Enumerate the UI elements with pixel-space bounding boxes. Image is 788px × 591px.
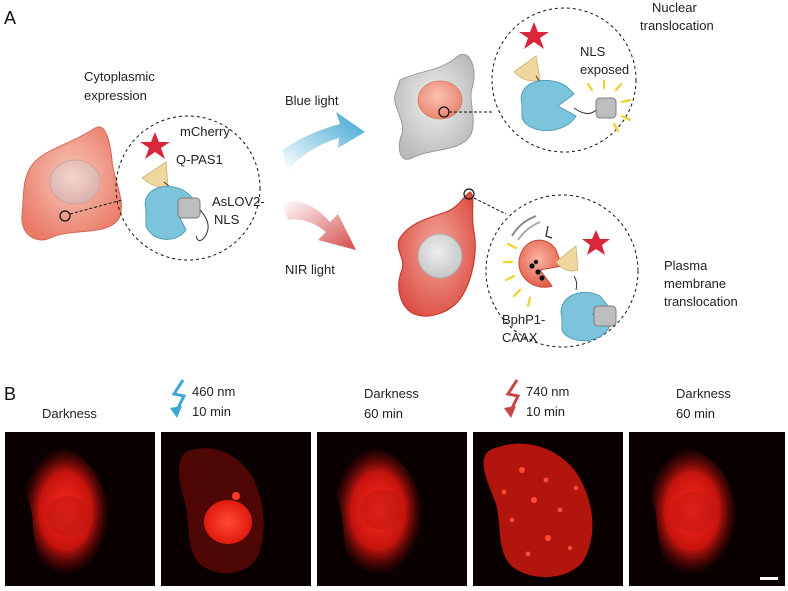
qpas1-icon: [142, 162, 168, 187]
plasma-label-2: membrane: [664, 276, 726, 291]
nuclear-label-1: Nuclear: [652, 0, 697, 15]
cytoplasmic-label-1: Cytoplasmic: [84, 69, 155, 84]
condition-2-line-1: 460 nm: [192, 384, 235, 399]
aslov2-label-2: NLS: [214, 212, 240, 227]
condition-5-line-2: 60 min: [676, 406, 715, 421]
bphp1-label-1: BphP1-: [502, 312, 545, 327]
condition-3-line-1: Darkness: [364, 386, 419, 401]
condition-5-line-1: Darkness: [676, 386, 731, 401]
mcherry-star-icon: [140, 132, 170, 159]
micrograph-5: [629, 432, 785, 586]
mcherry-star-icon-3: [582, 230, 610, 255]
nls-exposed-label-1: NLS: [580, 44, 606, 59]
nir-light-label: NIR light: [285, 262, 335, 277]
bphp1-label-2: CAAX: [502, 330, 538, 345]
micrograph-4: [473, 432, 623, 586]
condition-1-line-1: Darkness: [42, 406, 97, 421]
mcherry-label: mCherry: [180, 124, 230, 139]
plasma-label-1: Plasma: [664, 258, 708, 273]
blue-light-arrow: [282, 112, 365, 170]
condition-4-line-2: 10 min: [526, 404, 565, 419]
cytoplasmic-label-2: expression: [84, 88, 147, 103]
nuclear-label-2: translocation: [640, 18, 714, 33]
condition-2-line-2: 10 min: [192, 404, 231, 419]
panel-a-letter: A: [4, 8, 16, 28]
membrane-cell: [398, 189, 506, 316]
panel-b-letter: B: [4, 384, 16, 404]
mcherry-star-icon-2: [519, 22, 549, 49]
nuclear-cell: [395, 54, 492, 159]
blue-light-label: Blue light: [285, 93, 339, 108]
plasma-label-3: translocation: [664, 294, 738, 309]
nls-icon: [178, 198, 200, 218]
bphp1-icon: [519, 240, 562, 287]
scale-bar: [760, 577, 778, 580]
construct-left: [140, 132, 208, 241]
qpas1-label: Q-PAS1: [176, 152, 223, 167]
nls-exposed-icon: [596, 98, 616, 118]
nir-light-arrowhead: [504, 406, 516, 418]
nir-light-arrow: [282, 201, 356, 250]
nls-exposed-label-2: exposed: [580, 62, 629, 77]
condition-3-line-2: 60 min: [364, 406, 403, 421]
zoom-circle-top-right: [492, 8, 636, 152]
cytoplasmic-cell: [22, 127, 122, 240]
micrograph-2: [161, 432, 311, 586]
micrograph-1: [5, 432, 155, 586]
aslov2-label-1: AsLOV2-: [212, 194, 265, 209]
condition-4-line-1: 740 nm: [526, 384, 569, 399]
micrograph-3: [317, 432, 467, 586]
blue-light-arrowhead: [170, 406, 182, 418]
